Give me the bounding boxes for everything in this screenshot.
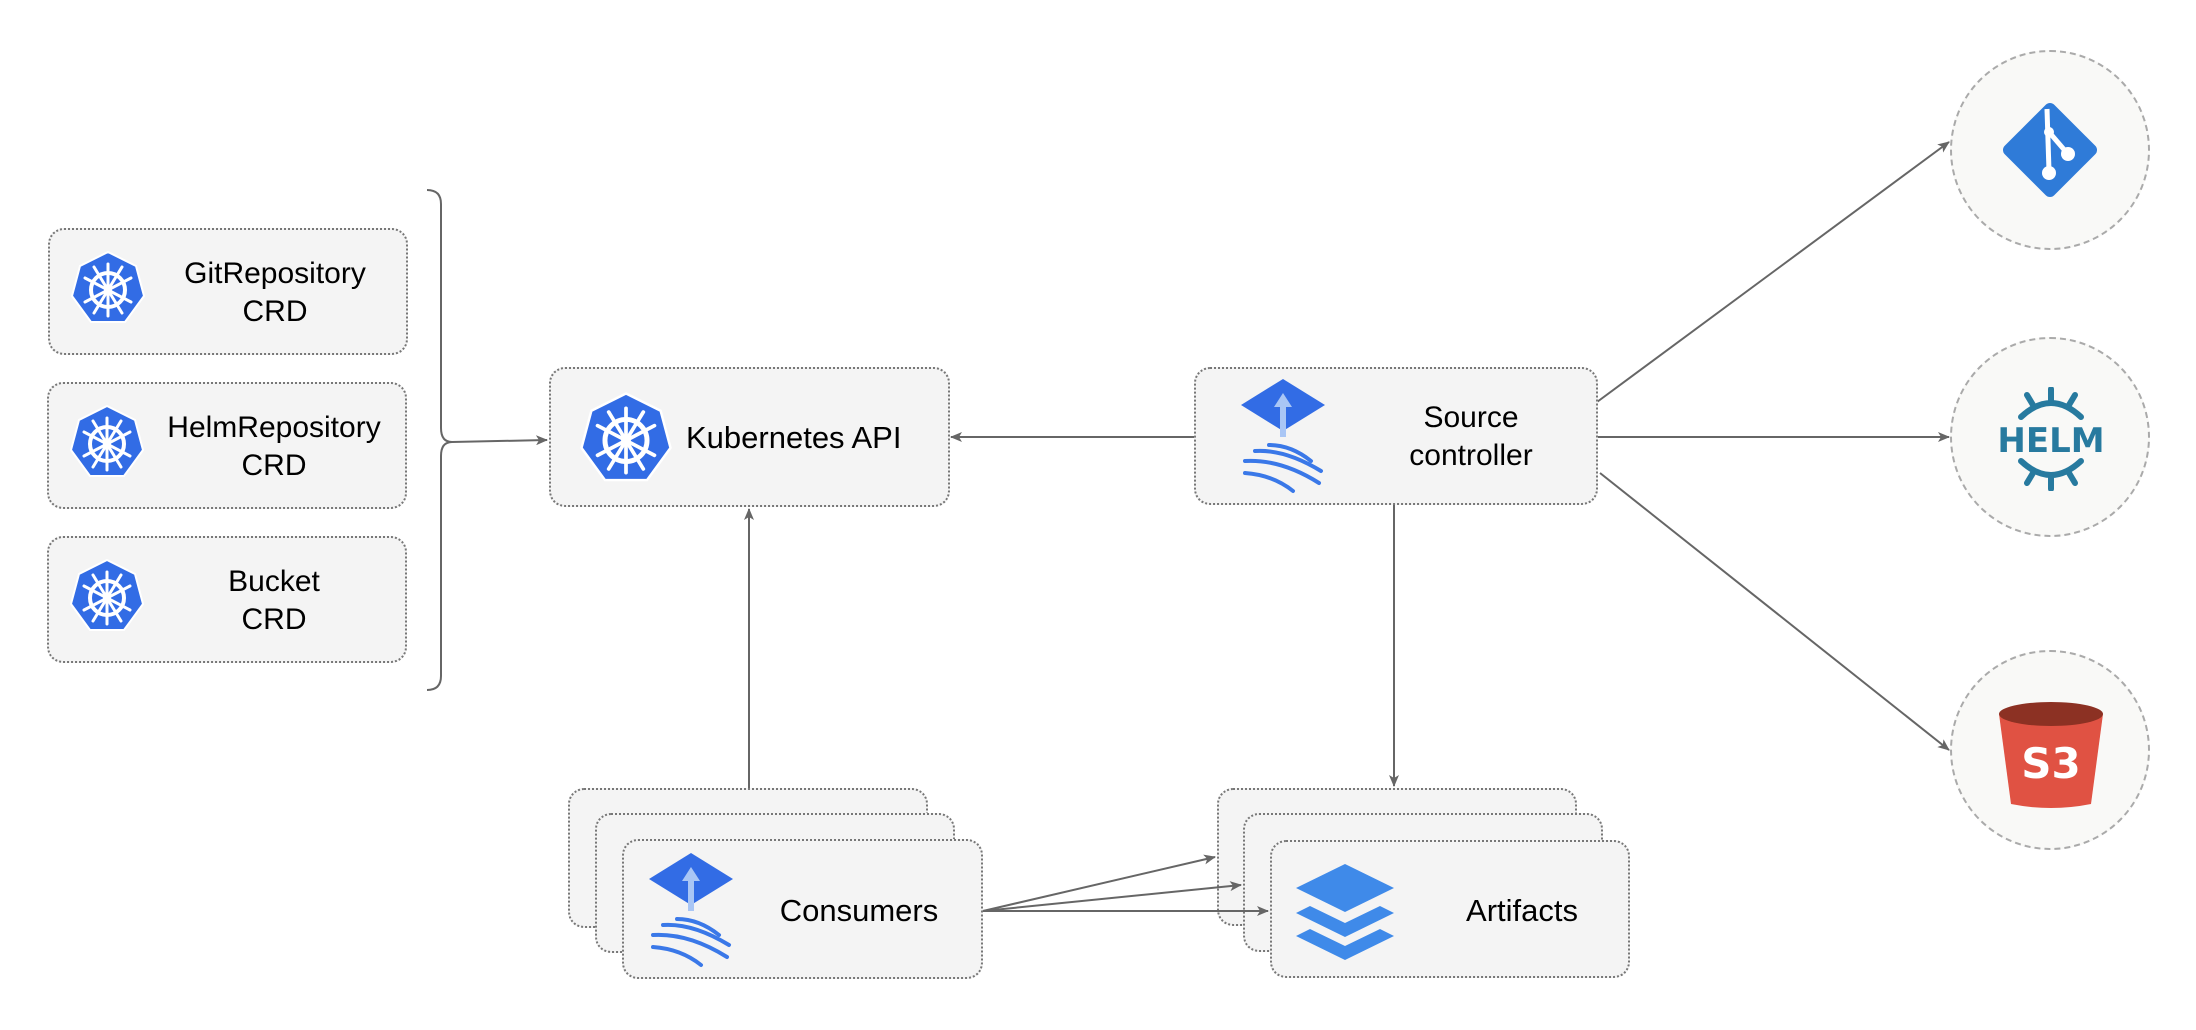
crd-name: Bucket <box>228 565 320 598</box>
s3-wordmark: S3 <box>2021 739 2080 788</box>
kubernetes-icon <box>579 391 673 485</box>
git-source[interactable] <box>1950 50 2150 250</box>
layers-icon <box>1296 864 1394 960</box>
crd-name: HelmRepository <box>167 411 381 444</box>
edge-crds-to-api <box>451 435 548 446</box>
crd-suffix: CRD <box>241 449 307 482</box>
source-controller-node[interactable]: Source controller <box>1194 367 1598 505</box>
consumers-node[interactable]: Consumers <box>622 839 983 979</box>
artifacts-node[interactable]: Artifacts <box>1270 840 1630 978</box>
controller-line1: Source <box>1423 401 1519 434</box>
crd-brace <box>426 189 453 691</box>
git-icon <box>2002 102 2098 198</box>
s3-source[interactable]: S3 <box>1950 650 2150 850</box>
flux-icon <box>1241 379 1325 493</box>
edge-controller-to-git <box>1596 141 1950 403</box>
edge-controller-to-s3 <box>1599 472 1950 751</box>
crd-suffix: CRD <box>241 603 307 636</box>
helm-source[interactable]: HELM <box>1950 337 2150 537</box>
controller-line2: controller <box>1409 439 1533 472</box>
helm-icon: HELM <box>1997 387 2105 491</box>
consumers-label: Consumers <box>779 893 939 928</box>
artifacts-label: Artifacts <box>1466 893 1578 928</box>
s3-bucket-icon: S3 <box>1999 702 2103 808</box>
kubernetes-icon <box>70 250 146 324</box>
kubernetes-icon <box>69 404 145 478</box>
crd-name: GitRepository <box>184 257 366 290</box>
kubernetes-api-label: Kubernetes API <box>686 420 902 455</box>
helm-wordmark: HELM <box>1997 421 2104 461</box>
flux-icon <box>649 853 733 967</box>
crd-suffix: CRD <box>242 295 308 328</box>
kubernetes-api-node[interactable]: Kubernetes API <box>549 367 950 507</box>
kubernetes-icon <box>69 558 145 632</box>
